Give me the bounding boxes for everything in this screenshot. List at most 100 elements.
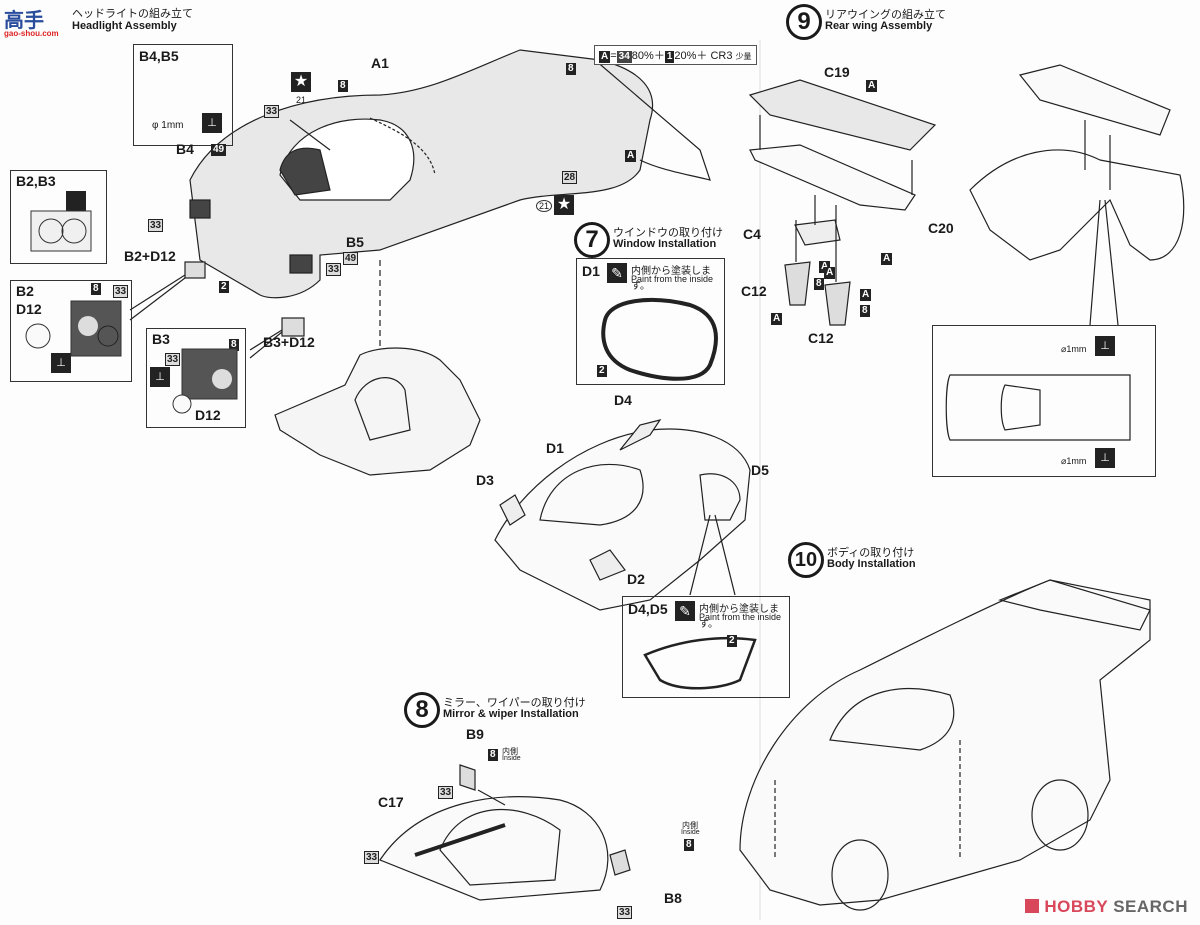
color-badge-a: A xyxy=(824,267,836,279)
d2-label: D2 xyxy=(627,571,645,587)
c20-label: C20 xyxy=(928,220,954,236)
color-badge-33: 33 xyxy=(264,105,280,118)
rear-wing-drawing xyxy=(748,79,937,326)
light-reflector-drawing xyxy=(30,210,92,252)
decal-number: 21 xyxy=(296,95,307,105)
color-badge-8: 8 xyxy=(860,305,870,317)
color-badge-2: 2 xyxy=(597,365,607,377)
color-badge-8: 8 xyxy=(488,749,498,761)
step-8-number: 8 xyxy=(404,692,440,728)
drill-hole-icon: ⊥ xyxy=(150,367,170,387)
color-badge-8: 8 xyxy=(684,839,694,851)
paint-brush-icon: ✎ xyxy=(607,263,627,283)
inside-note-jp: 内側 xyxy=(682,821,698,830)
c17-label: C17 xyxy=(378,794,404,810)
body-shell-drawing xyxy=(189,49,711,410)
full-car-drawing xyxy=(739,579,1151,911)
mix-pct2: 20% xyxy=(674,50,697,62)
drill-hole-icon: ⊥ xyxy=(1095,336,1115,356)
paint-note-jp: 内側から塗装します。 xyxy=(631,266,711,292)
d5-label: D5 xyxy=(751,462,769,478)
b9-label: B9 xyxy=(466,726,484,742)
color-badge-49: 49 xyxy=(211,144,227,156)
b2-d12-label: B2+D12 xyxy=(124,248,176,264)
b5-label: B5 xyxy=(346,234,364,250)
b2-b3-label: B2,B3 xyxy=(16,173,56,189)
b3-detail-box: B3 D12 33 8 ⊥ xyxy=(146,328,246,428)
d4-d5-paint-note-box: D4,D5 ✎ 内側から塗装します。 Paint from the inside… xyxy=(622,596,790,698)
hobby-search-logo-icon xyxy=(1025,899,1040,913)
step-9-number: 9 xyxy=(786,4,822,40)
b2-b3-detail-box: B2,B3 xyxy=(10,170,107,264)
mix-target-badge: A xyxy=(599,51,611,63)
rear-deck-drill-detail-box: ⌀1mm ⊥ ⌀1mm ⊥ xyxy=(932,325,1156,477)
color-badge-33: 33 xyxy=(617,906,633,919)
d1-paint-note-box: D1 ✎ 内側から塗装します。 Paint from the inside 2 xyxy=(576,258,725,385)
color-badge-a: A xyxy=(625,150,637,162)
color-badge-28: 28 xyxy=(562,171,578,184)
d1-label: D1 xyxy=(546,440,564,456)
cockpit-tub-drawing xyxy=(274,347,481,476)
watermark-search: SEARCH xyxy=(1113,897,1188,916)
paint-brush-icon: ✎ xyxy=(675,601,695,621)
color-badge-8: 8 xyxy=(338,80,348,92)
color-badge-a: A xyxy=(881,253,893,265)
drill-hole-icon: ⊥ xyxy=(1095,448,1115,468)
color-badge-33: 33 xyxy=(364,851,380,864)
d3-label: D3 xyxy=(476,472,494,488)
color-badge-a: A xyxy=(771,313,783,325)
decal-star-icon: ★ xyxy=(554,195,574,215)
d4-d5-box-label: D4,D5 xyxy=(628,601,668,617)
color-badge-a: A xyxy=(860,289,872,301)
step-7-title-en: Window Installation xyxy=(613,238,717,250)
color-badge-8: 8 xyxy=(814,278,824,290)
step-10-title-jp: ボディの取り付け xyxy=(827,547,915,559)
step-9-title-en: Rear wing Assembly xyxy=(825,20,933,32)
a1-label: A1 xyxy=(371,55,389,71)
mix-pct1: 80% xyxy=(631,50,654,62)
d12-label: D12 xyxy=(195,407,221,423)
drill-size-note: φ 1mm xyxy=(152,120,184,131)
headlight-title-jp: ヘッドライトの組み立て xyxy=(72,8,193,20)
paint-note-jp: 内側から塗装します。 xyxy=(699,604,779,630)
color-badge-33: 33 xyxy=(165,353,181,366)
step-10-title-en: Body Installation xyxy=(827,558,916,570)
inside-note-jp: 内側 xyxy=(502,747,518,756)
mix-extra-note: 少量 xyxy=(735,52,752,61)
hobby-search-watermark: HOBBY SEARCH xyxy=(1025,897,1188,917)
decal-number: 21 xyxy=(536,200,553,212)
watermark-hobby: HOBBY xyxy=(1044,897,1108,916)
step-8-title-jp: ミラー、ワイパーの取り付け xyxy=(443,697,586,709)
mirror-wiper-drawing xyxy=(379,764,631,901)
inside-note-en: Inside xyxy=(502,755,521,762)
b3-reflector-drawing xyxy=(172,348,238,414)
step-7-number: 7 xyxy=(574,222,610,258)
color-badge-8: 8 xyxy=(566,63,576,75)
b3-d12-label: B3+D12 xyxy=(263,334,315,350)
watermark-main: 高手 xyxy=(4,10,44,32)
color-badge-49: 49 xyxy=(343,252,359,265)
color-badge-8: 8 xyxy=(91,283,101,295)
b2-label: B2 xyxy=(16,283,34,299)
b2-detail-box: B2 D12 8 33 ⊥ xyxy=(10,280,132,382)
inside-note-en: Inside xyxy=(681,829,700,836)
color-badge-33: 33 xyxy=(113,285,129,298)
d12-label: D12 xyxy=(16,301,42,317)
drill-size-note: ⌀1mm xyxy=(1061,456,1087,466)
rear-body-drawing xyxy=(969,64,1185,326)
drill-hole-icon: ⊥ xyxy=(51,353,71,373)
c19-label: C19 xyxy=(824,64,850,80)
b4-b5-detail-box: B4,B5 φ 1mm ⊥ xyxy=(133,44,233,146)
color-badge-2: 2 xyxy=(219,281,229,293)
headlight-title-en: Headlight Assembly xyxy=(72,20,177,32)
b8-label: B8 xyxy=(664,890,682,906)
mix-extra: CR3 xyxy=(710,50,733,62)
mix-part2-badge: 1 xyxy=(664,51,675,63)
b4-label: B4 xyxy=(176,141,194,157)
c4-label: C4 xyxy=(743,226,761,242)
window-body-drawing xyxy=(494,419,751,611)
color-badge-33: 33 xyxy=(148,219,164,232)
step-9-title-jp: リアウイングの組み立て xyxy=(825,9,946,21)
